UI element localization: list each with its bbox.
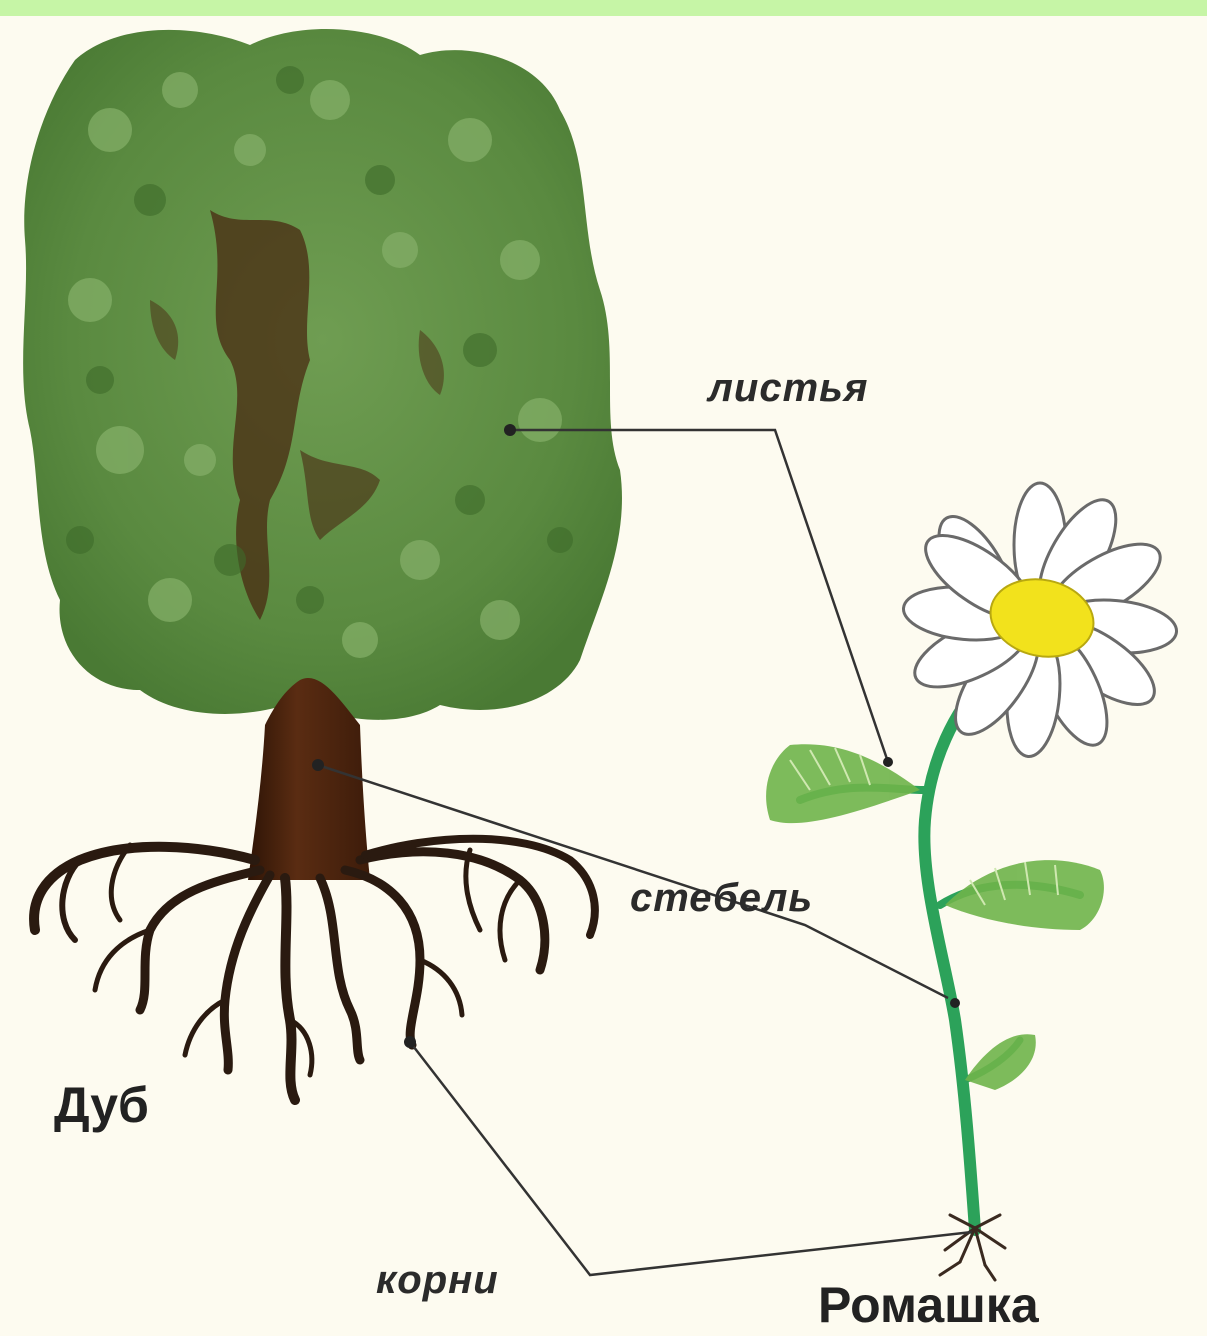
leader-line-roots [410, 1042, 972, 1275]
chamomile-stem [924, 680, 985, 1230]
label-leaves: листья [708, 366, 868, 411]
chamomile-plant [766, 483, 1179, 1280]
oak-tree [23, 29, 622, 1100]
oak-canopy [23, 29, 622, 720]
label-stem: стебель [630, 876, 813, 921]
label-oak: Дуб [54, 1076, 149, 1134]
chamomile-flower [901, 483, 1178, 759]
label-roots: корни [376, 1258, 499, 1303]
label-chamomile: Ромашка [818, 1276, 1039, 1334]
